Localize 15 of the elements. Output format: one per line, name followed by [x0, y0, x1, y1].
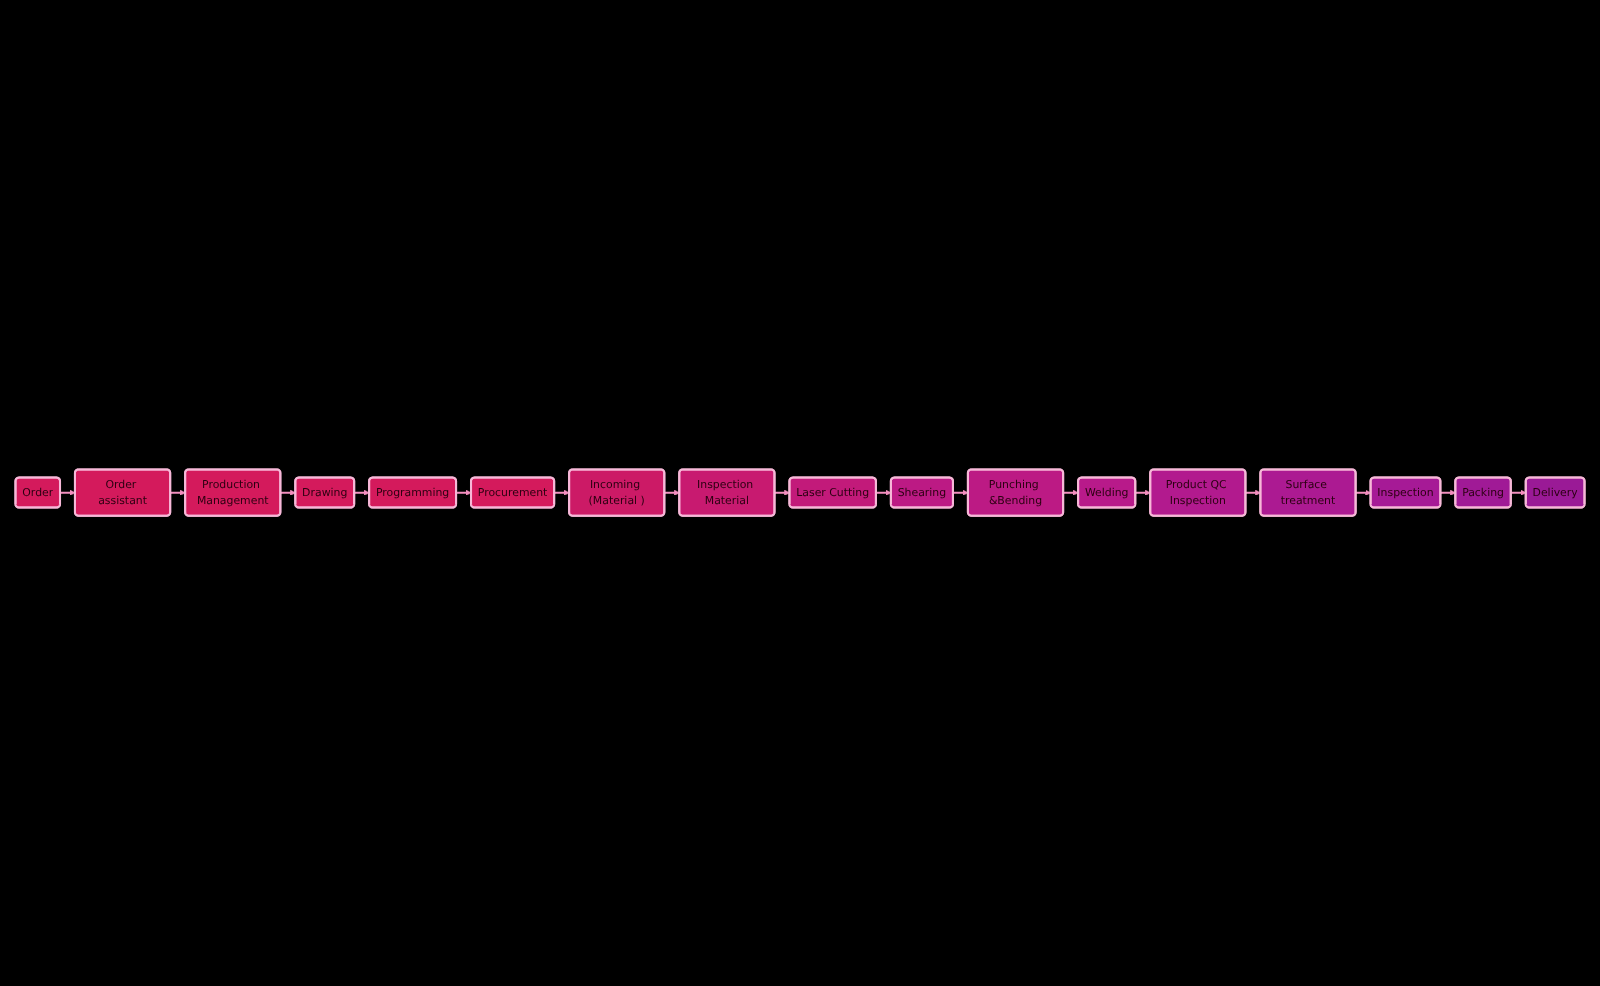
arrow	[1063, 490, 1079, 497]
arrow	[1135, 490, 1151, 497]
arrow	[456, 490, 472, 497]
arrow	[1245, 490, 1261, 497]
arrow	[280, 490, 296, 497]
arrow	[60, 490, 76, 497]
arrow	[876, 490, 892, 497]
arrow	[664, 490, 680, 497]
arrow	[554, 490, 570, 497]
arrow	[953, 490, 969, 497]
arrow	[774, 490, 791, 497]
arrow	[170, 490, 186, 497]
arrow	[1511, 490, 1527, 497]
arrow	[1440, 490, 1456, 497]
arrow	[354, 490, 370, 497]
